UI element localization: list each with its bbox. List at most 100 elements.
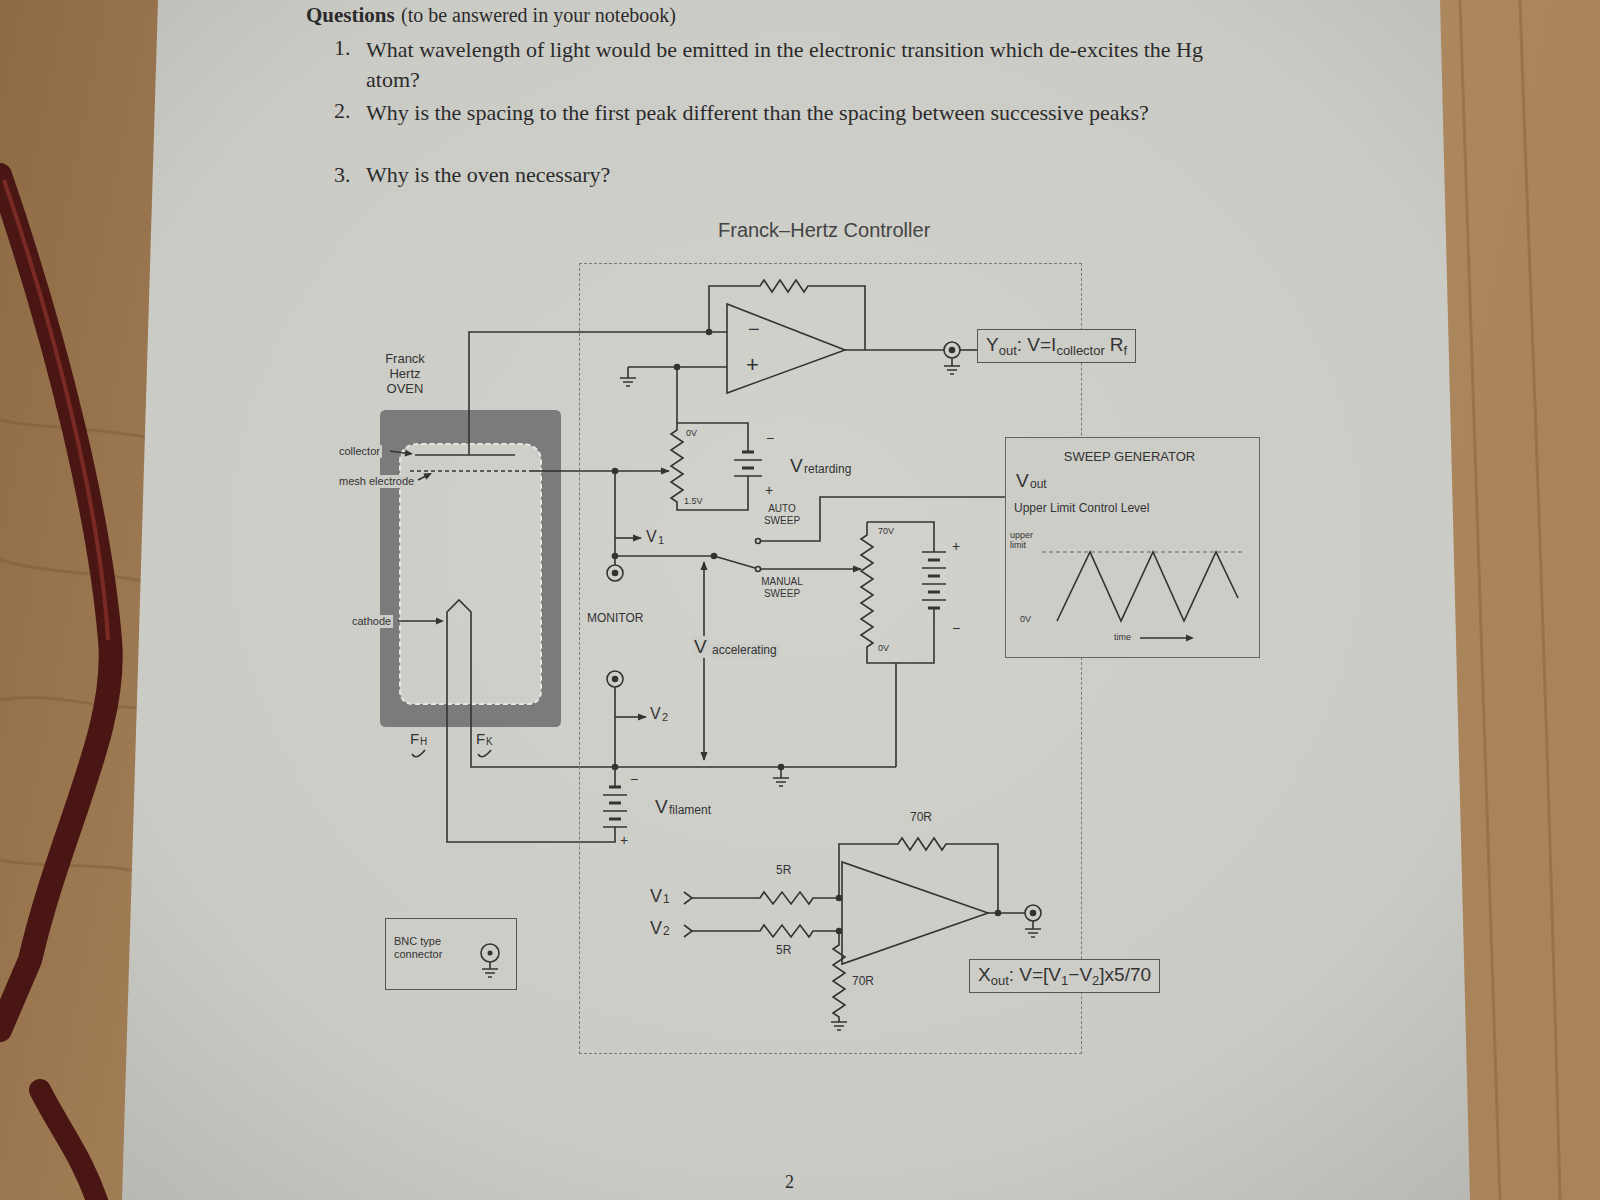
collector-wire xyxy=(469,332,709,410)
wire xyxy=(845,349,944,351)
battery-symbol xyxy=(928,560,940,608)
subscript: 2 xyxy=(663,925,670,939)
wire xyxy=(960,349,977,351)
collector-wire xyxy=(468,410,470,455)
question-text: What wavelength of light would be emitte… xyxy=(366,35,1246,96)
wiper-wire xyxy=(761,568,862,570)
resistor-symbol xyxy=(839,838,998,913)
time-arrow xyxy=(1140,637,1190,639)
oven: Franck Hertz OVEN xyxy=(380,410,561,727)
feedback-resistor xyxy=(709,280,865,350)
part-label: cathode xyxy=(350,615,393,628)
cable xyxy=(0,175,111,1030)
filament-wire xyxy=(447,727,615,842)
subscript: 2 xyxy=(662,711,668,724)
connector-label: MONITOR xyxy=(587,612,643,626)
mesh-wire xyxy=(530,470,561,472)
subscript: out xyxy=(999,343,1017,358)
signal-name: V xyxy=(646,528,657,546)
junction-dot xyxy=(707,330,712,335)
signal-name: V xyxy=(650,886,662,907)
ground-symbol xyxy=(1025,921,1041,937)
subscript: H xyxy=(420,736,427,748)
question-text: Why is the spacing to the first peak dif… xyxy=(366,98,1246,128)
signal-name: V xyxy=(650,918,662,939)
legend-box: BNC type connector xyxy=(385,918,517,990)
wire xyxy=(895,663,897,767)
junction-dot xyxy=(613,554,618,559)
check-mark xyxy=(412,750,491,757)
bnc-symbol xyxy=(481,944,499,977)
voltage-value: 0V xyxy=(878,643,889,653)
battery-symbol xyxy=(609,787,621,819)
subscript: 1 xyxy=(1061,973,1068,988)
page-number: 2 xyxy=(785,1172,794,1193)
subscript: f xyxy=(1124,343,1128,358)
wire xyxy=(677,367,748,452)
wood-grain xyxy=(0,860,150,875)
signal-name: V xyxy=(655,796,668,818)
ground-symbol xyxy=(944,358,960,374)
axis-label: upper limit xyxy=(1010,530,1040,551)
formula-text: : V=I xyxy=(1017,334,1057,355)
signal-name: V xyxy=(790,455,803,477)
signal-name: V xyxy=(650,705,661,723)
polarity-sign: + xyxy=(620,832,628,848)
formula-text: X xyxy=(978,964,991,985)
ground-symbol xyxy=(620,367,636,386)
wood-grain xyxy=(1460,0,1500,1200)
oven-housing xyxy=(380,410,561,727)
voltage-arrow xyxy=(615,716,646,718)
ground-symbol xyxy=(482,962,498,977)
subscript: out xyxy=(991,973,1009,988)
subscript: 2 xyxy=(1092,973,1099,988)
switch-label: AUTO SWEEP xyxy=(758,503,806,526)
paper-sheet xyxy=(122,0,1470,1200)
box-title: Franck–Hertz Controller xyxy=(718,219,930,242)
question-number: 1. xyxy=(334,35,351,60)
upper-limit-line xyxy=(1042,551,1242,552)
leader-line xyxy=(398,620,441,622)
polarity-sign: − xyxy=(630,771,638,787)
legend-text: BNC type connector xyxy=(394,935,464,960)
signal-name: V xyxy=(1016,470,1029,492)
axis-label: time xyxy=(1114,632,1131,642)
part-label: collector xyxy=(337,445,382,458)
potentiometer-symbol xyxy=(671,423,748,510)
mesh-electrode xyxy=(410,470,530,472)
formula-text: −V xyxy=(1068,964,1092,985)
wood-grain xyxy=(1520,0,1560,1200)
ground-bus xyxy=(471,727,896,767)
formula-text: : V=[V xyxy=(1009,964,1061,985)
bnc-symbol xyxy=(950,348,955,353)
question-number: 3. xyxy=(334,162,351,187)
polarity-sign: + xyxy=(765,482,773,498)
subscript: accelerating xyxy=(710,644,779,658)
resistor-value: 5R xyxy=(776,864,791,878)
output-box: Xout: V=[V1−V2]x5/70 xyxy=(969,959,1160,993)
formula-text: Y xyxy=(986,334,999,355)
battery-symbol xyxy=(734,460,762,476)
subscript: 1 xyxy=(663,893,670,907)
part-label: mesh electrode xyxy=(337,475,416,488)
voltage-value: 1.5V xyxy=(684,496,703,506)
arrowhead xyxy=(405,450,413,457)
wire xyxy=(615,555,714,557)
subscript: K xyxy=(486,736,493,748)
wood-grain xyxy=(0,0,1560,1200)
wire xyxy=(988,912,1025,914)
cable xyxy=(40,1090,100,1200)
bnc-symbol xyxy=(488,951,493,956)
subscript: 1 xyxy=(658,534,664,547)
resistor-value: 5R xyxy=(776,944,791,958)
voltage-arrow xyxy=(703,562,705,760)
switch-terminal xyxy=(756,539,761,544)
cathode-filament xyxy=(447,600,471,727)
oven-drawing xyxy=(380,410,561,727)
bnc-symbol xyxy=(944,342,960,358)
wire xyxy=(614,471,616,565)
bnc-symbol xyxy=(481,944,499,962)
